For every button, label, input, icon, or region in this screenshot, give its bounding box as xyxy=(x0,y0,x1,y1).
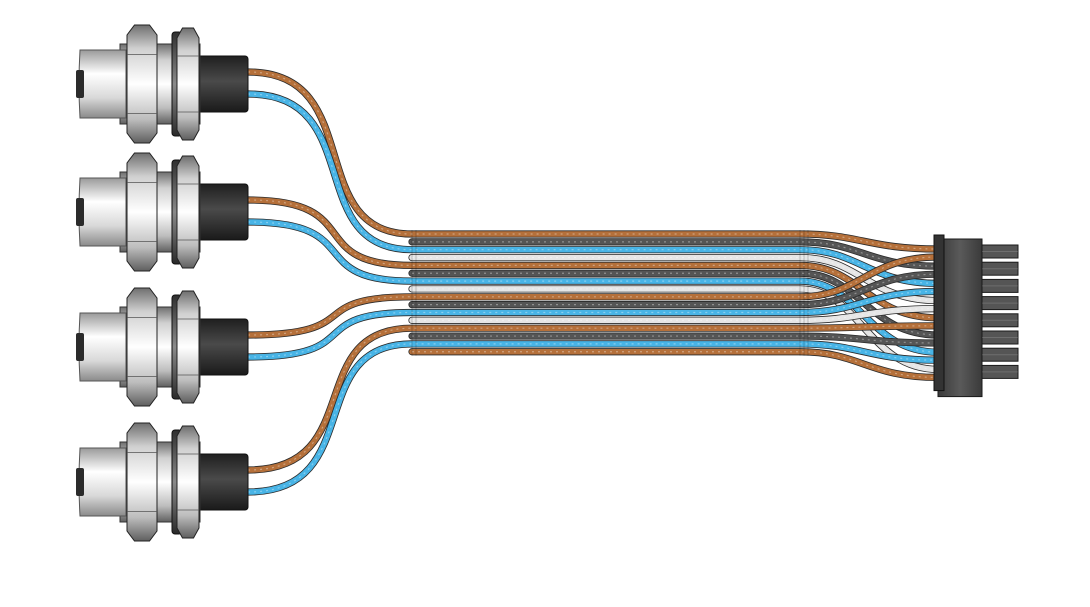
header-pin xyxy=(981,296,1019,311)
connector-nut-rear xyxy=(176,155,200,269)
connector-nut-rear xyxy=(176,290,200,404)
harness-wire xyxy=(244,287,942,361)
header-connector-layer xyxy=(933,234,1019,398)
header-pin xyxy=(981,261,1019,276)
connector-boot xyxy=(193,318,249,376)
connector-boot xyxy=(193,453,249,511)
header-connector xyxy=(933,234,1019,398)
panel-connector xyxy=(76,287,249,407)
panel-connector xyxy=(76,152,249,272)
connector-boot xyxy=(193,183,249,241)
connector-boot xyxy=(193,55,249,113)
harness-wire xyxy=(244,253,942,339)
harness-wire xyxy=(408,348,942,381)
connector-face xyxy=(78,312,127,382)
connector-nut-front xyxy=(126,287,158,407)
header-pin xyxy=(981,313,1019,328)
panel-connector xyxy=(76,24,249,144)
harness-wire xyxy=(244,322,942,474)
connector-nut-front xyxy=(126,152,158,272)
harness-wire xyxy=(408,332,942,347)
panel-connectors-layer xyxy=(76,24,249,542)
connector-nut-front xyxy=(126,422,158,542)
connector-socket xyxy=(76,198,84,226)
header-pin xyxy=(981,347,1019,362)
connector-socket xyxy=(76,468,84,496)
connector-nut-rear xyxy=(176,425,200,539)
harness-wire xyxy=(244,218,942,356)
header-pin xyxy=(981,244,1019,259)
connector-socket xyxy=(76,70,84,98)
connector-face xyxy=(78,447,127,517)
header-pin xyxy=(981,330,1019,345)
connector-face xyxy=(78,49,127,119)
connector-nut-rear xyxy=(176,27,200,141)
harness-wire xyxy=(408,270,942,309)
header-pin xyxy=(981,364,1019,379)
harness-wire xyxy=(408,305,942,324)
connector-socket xyxy=(76,333,84,361)
connector-face xyxy=(78,177,127,247)
harness-wire xyxy=(244,68,942,253)
harness-wire xyxy=(408,238,942,270)
connector-nut-front xyxy=(126,24,158,144)
harness-wire xyxy=(244,340,942,496)
header-pin xyxy=(981,278,1019,293)
header-collar xyxy=(933,234,945,392)
panel-connector xyxy=(76,422,249,542)
wires-layer xyxy=(244,68,942,496)
header-body xyxy=(937,238,983,398)
